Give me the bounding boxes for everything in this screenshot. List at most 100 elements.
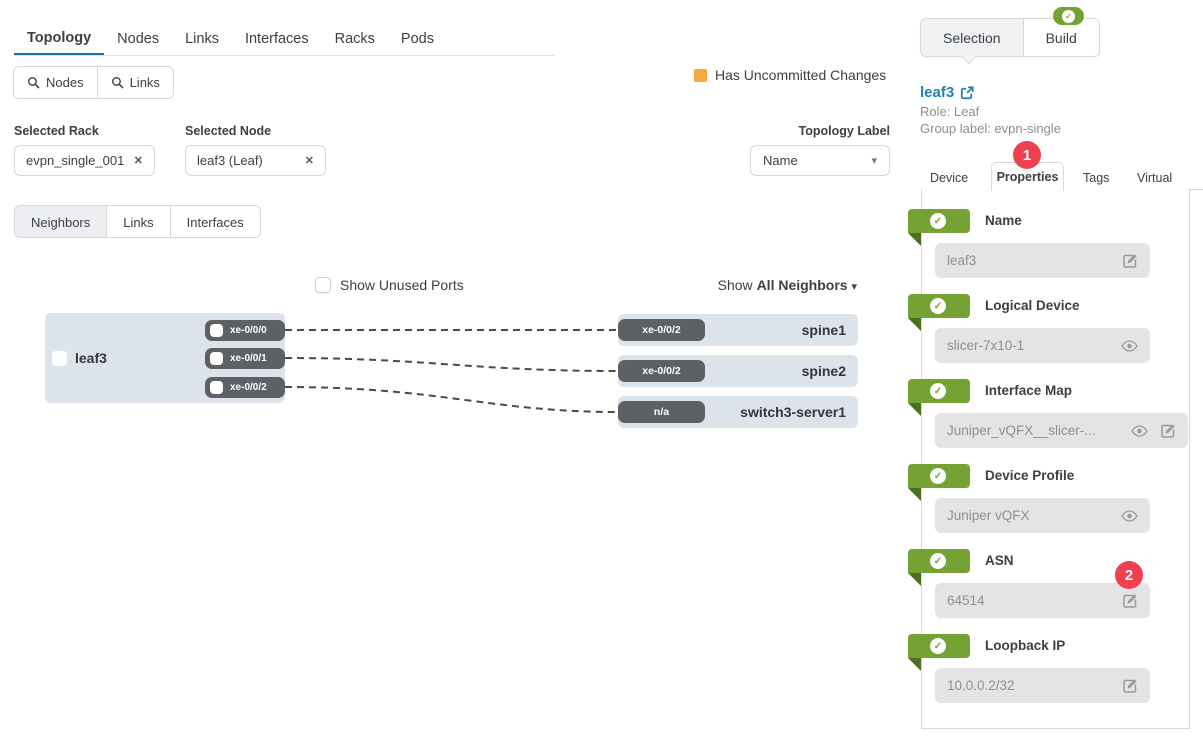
show-neighbors-value: All Neighbors — [756, 277, 848, 293]
node-checkbox[interactable] — [52, 351, 67, 366]
view-tab-neighbors[interactable]: Neighbors — [15, 206, 107, 237]
node-role: Role: Leaf — [920, 104, 980, 119]
property-label-device-profile: Device Profile — [985, 468, 1075, 483]
topology-label-select[interactable]: Name ▾ — [750, 145, 890, 176]
neighbor-spine1[interactable]: xe-0/0/2 spine1 — [618, 314, 858, 346]
port-xe-0-0-0[interactable]: xe-0/0/0 — [205, 320, 285, 341]
port-xe-0-0-2[interactable]: xe-0/0/2 — [205, 377, 285, 398]
main-nav: Topology Nodes Links Interfaces Racks Po… — [14, 22, 447, 56]
view-tab-links[interactable]: Links — [106, 206, 170, 237]
panel-tab-group: Selection Build — [920, 18, 1100, 57]
topology-label-label: Topology Label — [798, 124, 890, 138]
edit-icon[interactable] — [1122, 253, 1138, 269]
ribbon-fold — [908, 658, 921, 671]
detail-tab-tags[interactable]: Tags — [1083, 171, 1110, 185]
edit-icon[interactable] — [1160, 423, 1176, 439]
status-ribbon: ✓ — [908, 209, 970, 233]
edit-icon[interactable] — [1122, 678, 1138, 694]
selected-node-chip[interactable]: leaf3 (Leaf) ✕ — [185, 145, 326, 176]
ribbon-fold — [908, 403, 921, 416]
neighbor-port: xe-0/0/2 — [618, 319, 705, 341]
view-icon[interactable] — [1121, 509, 1138, 522]
show-neighbors-dropdown[interactable]: Show All Neighbors ▾ — [623, 277, 857, 293]
external-link-icon — [961, 85, 974, 99]
tab-nodes[interactable]: Nodes — [117, 31, 160, 47]
check-icon: ✓ — [930, 468, 946, 484]
search-icon — [111, 77, 123, 89]
neighbor-port-label: xe-0/0/2 — [642, 365, 681, 377]
property-label-interface-map: Interface Map — [985, 383, 1073, 398]
selected-node-value: leaf3 (Leaf) — [197, 153, 263, 168]
status-ribbon: ✓ — [908, 294, 970, 318]
tab-pods[interactable]: Pods — [400, 31, 434, 47]
neighbor-port: xe-0/0/2 — [618, 360, 705, 382]
selected-node-label: Selected Node — [185, 124, 272, 138]
port-label: xe-0/0/2 — [230, 382, 267, 393]
property-value-text: 64514 — [947, 593, 985, 608]
check-icon: ✓ — [930, 213, 946, 229]
detail-tab-virtual[interactable]: Virtual — [1137, 171, 1173, 185]
property-value-text: slicer-7x10-1 — [947, 338, 1025, 353]
check-icon: ✓ — [930, 383, 946, 399]
ribbon-fold — [908, 233, 921, 246]
ribbon-fold — [908, 318, 921, 331]
neighbor-name: switch3-server1 — [740, 404, 846, 420]
uncommitted-changes-icon — [694, 68, 707, 82]
node-group-label: Group label: evpn-single — [920, 121, 1061, 136]
topology-label-value: Name — [763, 153, 798, 168]
tab-topology[interactable]: Topology — [14, 22, 105, 56]
uncommitted-label: Has Uncommitted Changes — [715, 67, 887, 83]
check-icon: ✓ — [930, 553, 946, 569]
detail-tab-properties[interactable]: Properties — [991, 162, 1064, 191]
status-ribbon: ✓ — [908, 379, 970, 403]
property-value-logical-device: slicer-7x10-1 — [935, 328, 1150, 363]
show-unused-ports-label: Show Unused Ports — [340, 277, 464, 293]
neighbor-port-label: n/a — [653, 406, 670, 418]
clear-node-icon[interactable]: ✕ — [304, 155, 314, 167]
panel-tab-build[interactable]: Build — [1022, 19, 1099, 56]
search-nodes-button[interactable]: Nodes — [14, 67, 97, 98]
neighbor-name: spine2 — [801, 363, 846, 379]
ribbon-fold — [908, 488, 921, 501]
caret-down-icon: ▾ — [871, 155, 877, 167]
selected-rack-value: evpn_single_001 — [26, 153, 125, 168]
panel-tab-selection[interactable]: Selection — [921, 19, 1023, 56]
selected-node-link[interactable]: leaf3 — [920, 84, 974, 101]
tab-racks[interactable]: Racks — [334, 31, 375, 47]
neighbor-name: spine1 — [801, 322, 846, 338]
port-xe-0-0-1[interactable]: xe-0/0/1 — [205, 348, 285, 369]
check-icon: ✓ — [1062, 9, 1075, 23]
tab-links[interactable]: Links — [185, 31, 219, 47]
neighbor-switch3-server1[interactable]: n/a switch3-server1 — [618, 396, 858, 428]
search-links-button[interactable]: Links — [96, 67, 173, 98]
view-icon[interactable] — [1131, 424, 1148, 437]
selected-rack-label: Selected Rack — [14, 124, 99, 138]
port-checkbox[interactable] — [210, 352, 223, 365]
selected-rack-chip[interactable]: evpn_single_001 ✕ — [14, 145, 155, 176]
view-icon[interactable] — [1121, 339, 1138, 352]
status-ribbon: ✓ — [908, 549, 970, 573]
port-checkbox[interactable] — [210, 324, 223, 337]
search-button-group: Nodes Links — [13, 66, 174, 99]
port-checkbox[interactable] — [210, 381, 223, 394]
check-icon: ✓ — [930, 298, 946, 314]
property-value-interface-map: Juniper_vQFX__slicer-... — [935, 413, 1188, 448]
property-value-text: 10.0.0.2/32 — [947, 678, 1015, 693]
selected-node-link-label: leaf3 — [920, 84, 955, 101]
property-value-text: Juniper_vQFX__slicer-... — [947, 423, 1096, 438]
ribbon-fold — [908, 573, 921, 586]
clear-rack-icon[interactable]: ✕ — [133, 155, 143, 167]
show-unused-ports-checkbox[interactable] — [315, 277, 331, 293]
node-name: leaf3 — [75, 350, 107, 366]
edit-icon[interactable] — [1122, 593, 1138, 609]
tabs-underline — [14, 55, 554, 56]
detail-tab-device[interactable]: Device — [930, 171, 969, 185]
view-tab-interfaces[interactable]: Interfaces — [169, 206, 260, 237]
property-value-asn: 64514 — [935, 583, 1150, 618]
tab-interfaces[interactable]: Interfaces — [244, 31, 309, 47]
detail-tab-properties-label: Properties — [996, 170, 1059, 184]
port-label: xe-0/0/1 — [230, 353, 267, 364]
neighbor-spine2[interactable]: xe-0/0/2 spine2 — [618, 355, 858, 387]
properties-panel — [921, 189, 1190, 729]
annotation-badge-2: 2 — [1115, 561, 1143, 589]
